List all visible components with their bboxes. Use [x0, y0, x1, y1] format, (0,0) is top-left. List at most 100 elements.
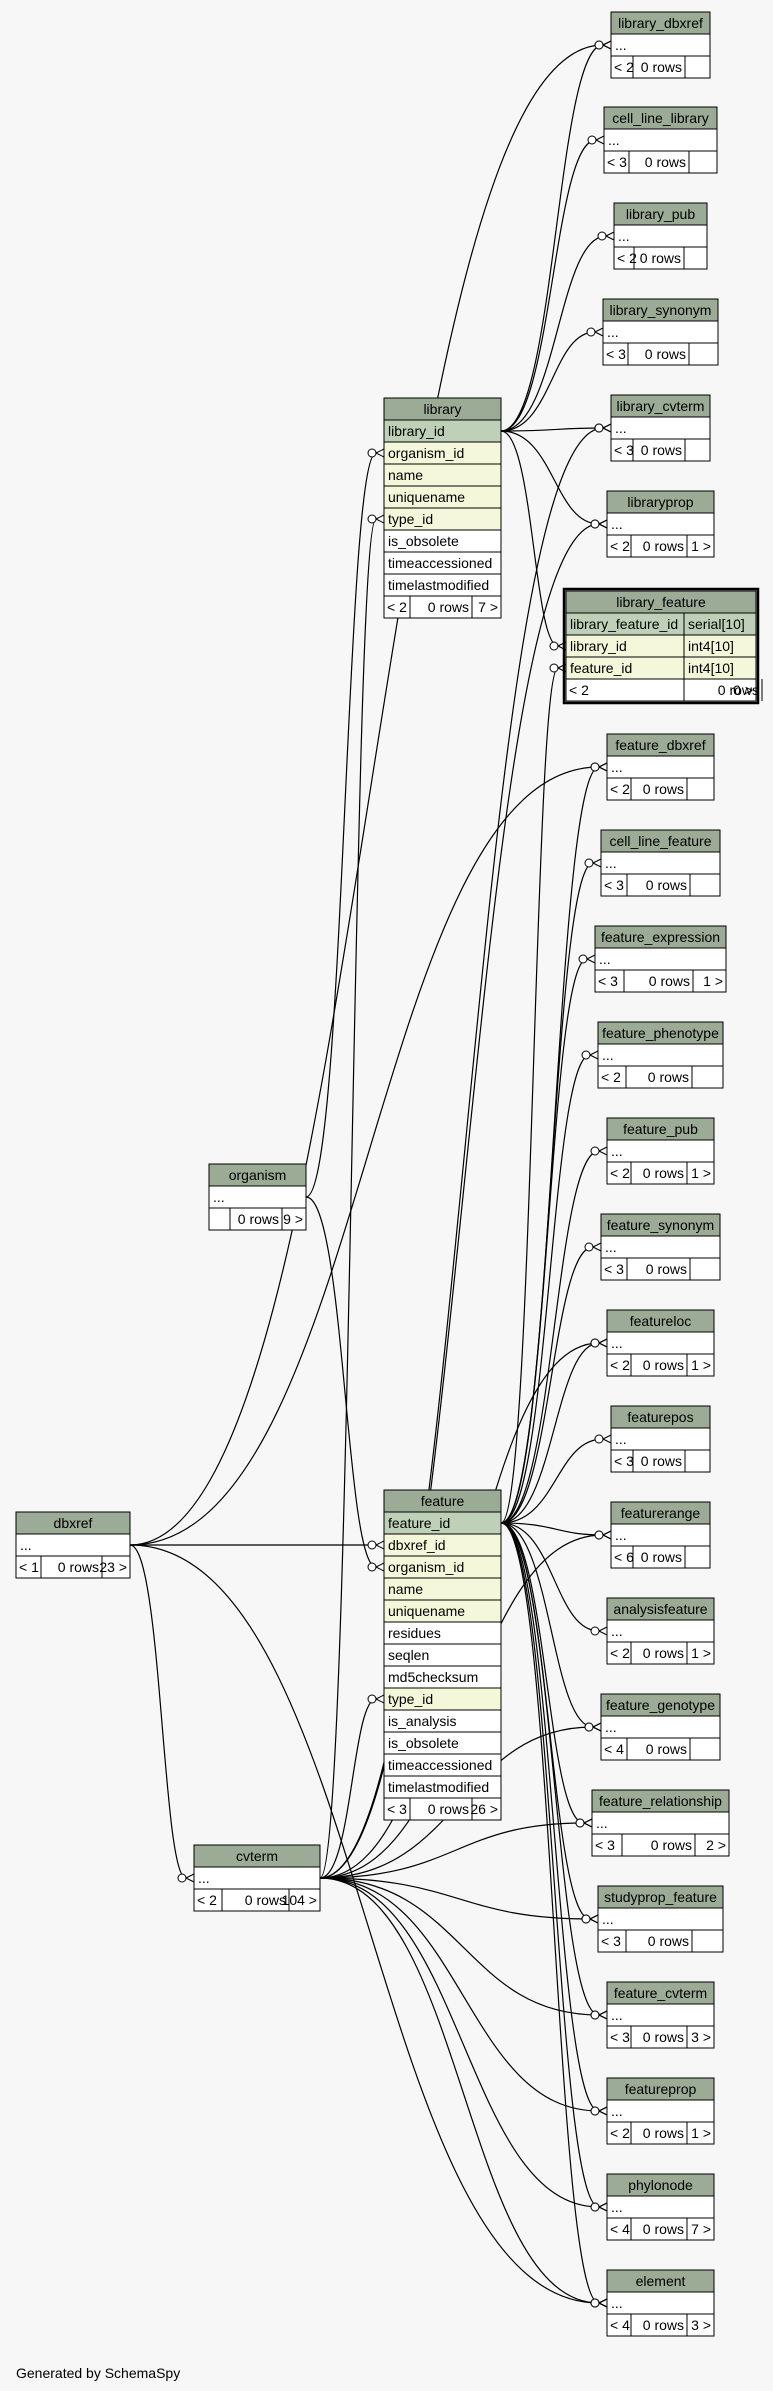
children-count[interactable]: 0 >: [733, 682, 753, 698]
row-count: 0 rows: [645, 346, 686, 362]
crows-foot: [602, 40, 612, 46]
parents-count[interactable]: < 2: [610, 1645, 630, 1661]
parents-count[interactable]: < 3: [601, 1933, 621, 1949]
crows-foot: [598, 2302, 608, 2308]
children-count[interactable]: 1 >: [691, 1645, 711, 1661]
relationship-line: [319, 1877, 591, 1920]
parents-count[interactable]: < 4: [604, 1741, 624, 1757]
children-count[interactable]: 2 >: [706, 1837, 726, 1853]
parents-count[interactable]: < 1: [19, 1559, 39, 1575]
parents-count[interactable]: < 2: [610, 781, 630, 797]
column-name: ...: [611, 1143, 623, 1159]
parents-count[interactable]: < 3: [614, 1453, 634, 1469]
column-name: md5checksum: [388, 1669, 478, 1685]
column-name: type_id: [388, 511, 433, 527]
children-count[interactable]: 1 >: [691, 538, 711, 554]
children-count[interactable]: 3 >: [691, 2317, 711, 2333]
children-count[interactable]: 1 >: [703, 973, 723, 989]
row-count: 0 rows: [643, 538, 684, 554]
parents-count[interactable]: < 2: [610, 1165, 630, 1181]
parents-count[interactable]: < 3: [614, 442, 634, 458]
column-type: int4[10]: [688, 638, 734, 654]
column-name: ...: [605, 855, 617, 871]
parents-count[interactable]: < 2: [610, 538, 630, 554]
crows-foot: [598, 1338, 608, 1344]
crows-foot: [605, 235, 615, 241]
parents-count[interactable]: < 3: [598, 973, 618, 989]
parents-count[interactable]: < 3: [387, 1801, 407, 1817]
children-count[interactable]: 104 >: [282, 1892, 317, 1908]
children-count[interactable]: 1 >: [691, 2125, 711, 2141]
table-name: library_cvterm: [617, 398, 705, 414]
children-count[interactable]: 23 >: [99, 1559, 127, 1575]
children-count[interactable]: 3 >: [691, 2029, 711, 2045]
crows-foot: [595, 139, 605, 145]
parents-count[interactable]: < 4: [610, 2317, 630, 2333]
parents-count[interactable]: < 2: [387, 599, 407, 615]
parents-count[interactable]: < 3: [610, 2029, 630, 2045]
parents-count[interactable]: < 3: [604, 877, 624, 893]
relationship-line: [305, 452, 377, 1198]
relationship-line: [500, 139, 597, 432]
parents-count[interactable]: < 3: [595, 1837, 615, 1853]
crows-foot: [375, 1566, 385, 1572]
optional-marker: [594, 1434, 604, 1444]
children-count[interactable]: 7 >: [691, 2221, 711, 2237]
parents-count[interactable]: < 6: [614, 1549, 634, 1565]
row-count: 0 rows: [646, 1261, 687, 1277]
children-count[interactable]: 9 >: [283, 1211, 303, 1227]
children-count[interactable]: 1 >: [691, 1165, 711, 1181]
parents-count[interactable]: < 2: [614, 59, 634, 75]
children-count[interactable]: 1 >: [691, 1357, 711, 1373]
crows-foot: [598, 1630, 608, 1636]
parents-count[interactable]: < 3: [606, 346, 626, 362]
children-count[interactable]: 26 >: [470, 1801, 498, 1817]
children-count[interactable]: 7 >: [478, 599, 498, 615]
parents-count[interactable]: < 2: [569, 682, 589, 698]
parents-count[interactable]: < 2: [610, 1357, 630, 1373]
parents-count[interactable]: < 3: [604, 1261, 624, 1277]
parents-count[interactable]: < 4: [610, 2221, 630, 2237]
parents-count[interactable]: < 2: [617, 250, 637, 266]
relationship-line: [319, 1877, 600, 2112]
optional-marker: [367, 1540, 377, 1550]
parents-count[interactable]: < 2: [601, 1069, 621, 1085]
table-library[interactable]: librarylibrary_idorganism_idnameuniquena…: [383, 397, 502, 619]
crows-foot: [598, 762, 608, 768]
parents-count[interactable]: < 2: [197, 1892, 217, 1908]
parents-count[interactable]: < 2: [610, 2125, 630, 2141]
relationship-line: [319, 1822, 585, 1879]
optional-marker: [590, 1338, 600, 1348]
parents-count[interactable]: < 3: [607, 154, 627, 170]
relationship-line: [500, 1522, 600, 2304]
table-feature[interactable]: featurefeature_iddbxref_idorganism_idnam…: [383, 1489, 502, 1821]
table-name: feature_synonym: [607, 1217, 714, 1233]
